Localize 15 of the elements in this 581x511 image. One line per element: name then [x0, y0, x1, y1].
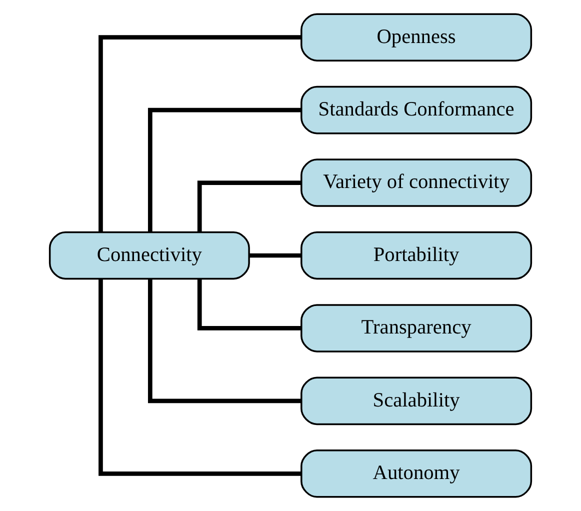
- node-box: Variety of connectivity: [300, 158, 532, 207]
- connector: [148, 108, 302, 232]
- connector: [148, 278, 302, 404]
- node-box: Openness: [300, 13, 532, 62]
- node-box: Scalability: [300, 376, 532, 426]
- node-box: Portability: [300, 231, 532, 280]
- connector: [197, 278, 301, 330]
- connector: [249, 253, 302, 258]
- node-box: Autonomy: [300, 450, 532, 498]
- node-box: Connectivity: [48, 231, 250, 280]
- node-box: Transparency: [300, 304, 532, 352]
- connector: [197, 180, 301, 232]
- node-box: Standards Conformance: [300, 86, 532, 134]
- connector: [98, 35, 302, 232]
- connector: [98, 278, 302, 476]
